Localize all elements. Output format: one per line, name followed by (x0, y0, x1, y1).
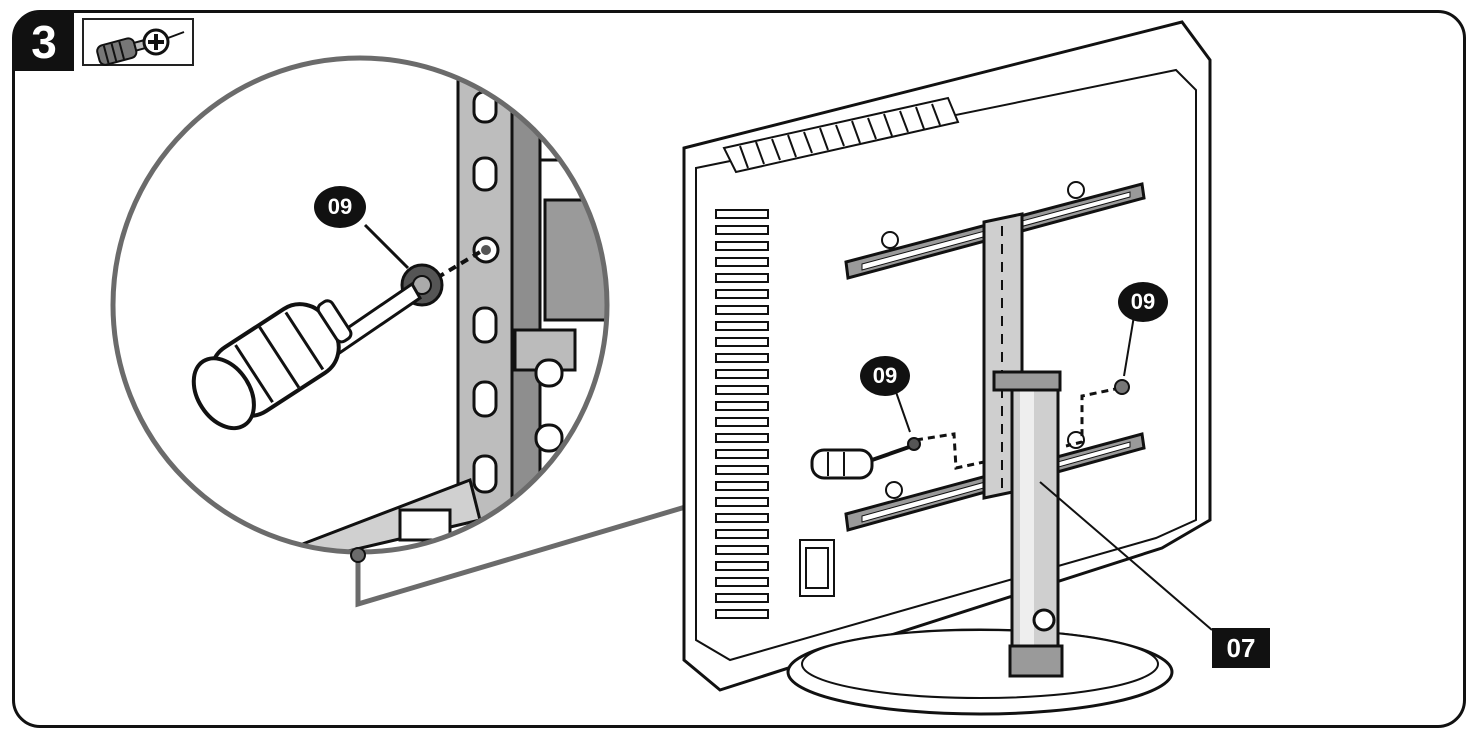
part-callout-zoom: 09 (314, 186, 366, 228)
right-screw-path (1065, 386, 1121, 448)
stand-assembly (786, 370, 1174, 716)
callout-leader-left (895, 391, 911, 433)
step-number-badge: 3 (14, 13, 74, 71)
part-callout-tv-left: 09 (860, 356, 910, 396)
diagram-frame (12, 10, 1466, 728)
callout-leader-stand (1039, 481, 1213, 631)
part-label-stand: 07 (1212, 628, 1270, 668)
phillips-screwdriver-icon (96, 28, 185, 66)
screw-icon (1114, 379, 1130, 395)
left-screw-path (915, 432, 985, 470)
part-callout-tv-right: 09 (1118, 282, 1168, 322)
callout-leader-right (1123, 315, 1135, 377)
tool-requirement-box (82, 18, 194, 66)
tv-back-panel (682, 20, 1212, 692)
screwdriver-icon (810, 437, 921, 480)
zoom-connector-line (355, 473, 791, 608)
